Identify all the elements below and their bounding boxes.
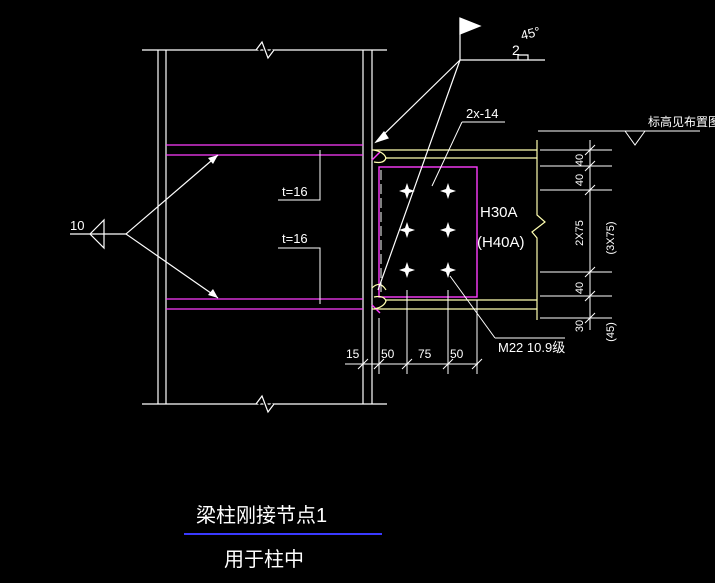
elevation-note: 标高见布置图 — [648, 114, 715, 129]
left-weld-label: 10 — [70, 218, 84, 233]
beam-section-alt-label: (H40A) — [477, 234, 525, 251]
stiffener-plates — [166, 144, 363, 310]
elevation-marker — [538, 130, 700, 146]
bolt — [440, 222, 456, 238]
vdim-3-alt: (3X75) — [605, 221, 617, 254]
weld-flag-symbol — [374, 17, 545, 291]
plate-label: 2x-14 — [466, 106, 499, 121]
bolt — [399, 222, 415, 238]
bolt-group — [399, 183, 456, 278]
flange-leaders — [278, 150, 321, 304]
beam-section-label: H30A — [480, 204, 518, 221]
bolt — [399, 183, 415, 199]
bolt — [440, 262, 456, 278]
weld-size-label: 2 — [512, 42, 520, 58]
bolt — [440, 183, 456, 199]
hdim-3: 75 — [418, 347, 432, 361]
vdim-4: 40 — [574, 282, 586, 294]
arrow-head — [208, 289, 218, 298]
vdim-1: 40 — [574, 154, 586, 166]
left-weld-symbol — [70, 154, 219, 299]
vdim-2: 40 — [574, 174, 586, 186]
drawing-subtitle: 用于柱中 — [224, 548, 304, 571]
bolt-leader — [449, 275, 565, 339]
vdim-5: 30 — [574, 320, 586, 332]
bolt — [399, 262, 415, 278]
flange-bottom-label: t=16 — [282, 231, 308, 246]
hdim-1: 15 — [346, 347, 360, 361]
beam-flanges — [372, 140, 546, 320]
drawing-title: 梁柱刚接节点1 — [196, 504, 327, 527]
plate-leader — [431, 121, 505, 187]
vertical-dimension-lines — [540, 140, 612, 330]
column — [142, 37, 387, 417]
beam-break — [531, 140, 546, 320]
vdim-5-alt: (45) — [605, 322, 617, 342]
flange-top-label: t=16 — [282, 184, 308, 199]
bolt-spec-label: M22 10.9级 — [498, 340, 565, 355]
arrow-head — [208, 155, 218, 164]
hdim-2: 50 — [381, 347, 395, 361]
angle-label: 45° — [519, 24, 542, 43]
horizontal-dimension-lines — [345, 290, 483, 374]
vdim-3: 2X75 — [574, 220, 586, 246]
hdim-4: 50 — [450, 347, 464, 361]
